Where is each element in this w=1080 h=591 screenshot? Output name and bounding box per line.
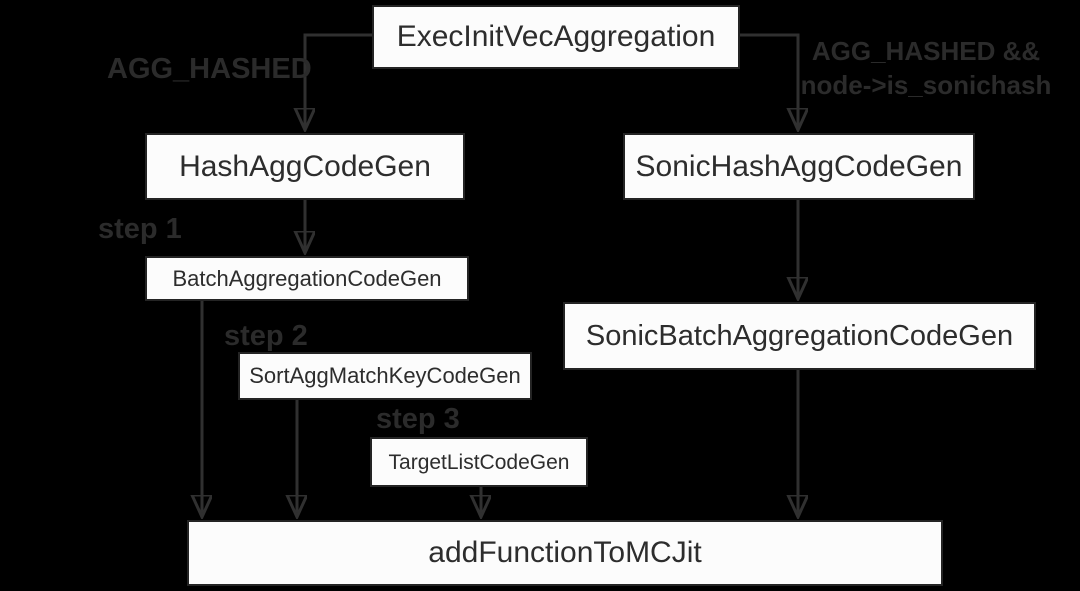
- node-target-list-code-gen: TargetListCodeGen: [370, 437, 588, 487]
- node-sonic-hash-agg-code-gen: SonicHashAggCodeGen: [623, 133, 975, 200]
- edge-exec-to-hashagg: [305, 33, 372, 129]
- edge-label-step-2: step 2: [224, 320, 308, 352]
- edge-label-is-sonichash-line2: node->is_sonichash: [800, 70, 1052, 100]
- edge-label-step-1: step 1: [98, 213, 182, 245]
- node-sort-agg-match-key-code-gen: SortAggMatchKeyCodeGen: [238, 352, 532, 400]
- edge-label-agg-hashed: AGG_HASHED: [107, 53, 312, 85]
- edge-label-step-3: step 3: [376, 403, 460, 435]
- node-exec-init-vec-aggregation: ExecInitVecAggregation: [372, 5, 740, 69]
- node-batch-aggregation-code-gen: BatchAggregationCodeGen: [145, 256, 469, 301]
- node-sonic-batch-aggregation-code-gen: SonicBatchAggregationCodeGen: [563, 302, 1036, 370]
- edge-label-agg-hashed-and-line1: AGG_HASHED &&: [811, 36, 1041, 66]
- node-add-function-to-mcjit: addFunctionToMCJit: [187, 520, 943, 586]
- node-hash-agg-code-gen: HashAggCodeGen: [145, 133, 465, 200]
